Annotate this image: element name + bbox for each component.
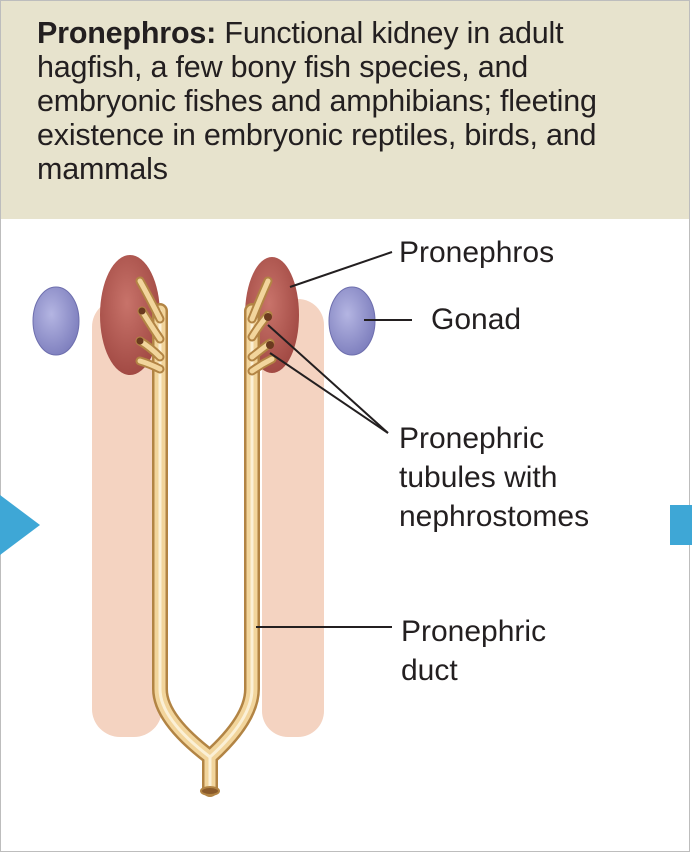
label-duct-line2: duct [401,654,458,687]
caption-description: Functional kidney in adult hagfish, a fe… [37,16,597,186]
leader-lines [256,251,412,628]
label-tubules-line1: Pronephric [399,422,545,455]
previous-slide-arrow-icon[interactable] [0,495,40,555]
label-pronephros: Pronephros [399,236,555,269]
left-gonad [32,286,80,356]
caption-term: Pronephros: [37,16,217,50]
nephrostomes [136,307,274,349]
pronephric-duct [152,303,260,797]
label-gonad: Gonad [431,303,522,336]
label-duct-line1: Pronephric [401,615,547,648]
caption-text: Pronephros: Functional kidney in adult h… [37,16,659,186]
left-mesoderm-band [92,299,162,737]
label-tubules-line3: nephrostomes [399,500,590,533]
next-slide-arrow-icon[interactable] [670,505,692,545]
duct-opening [200,786,220,796]
pronephros-diagram [32,251,412,797]
left-pronephros [100,255,160,375]
caption-box: Pronephros: Functional kidney in adult h… [1,1,689,219]
label-tubules-line2: tubules with [399,461,558,494]
